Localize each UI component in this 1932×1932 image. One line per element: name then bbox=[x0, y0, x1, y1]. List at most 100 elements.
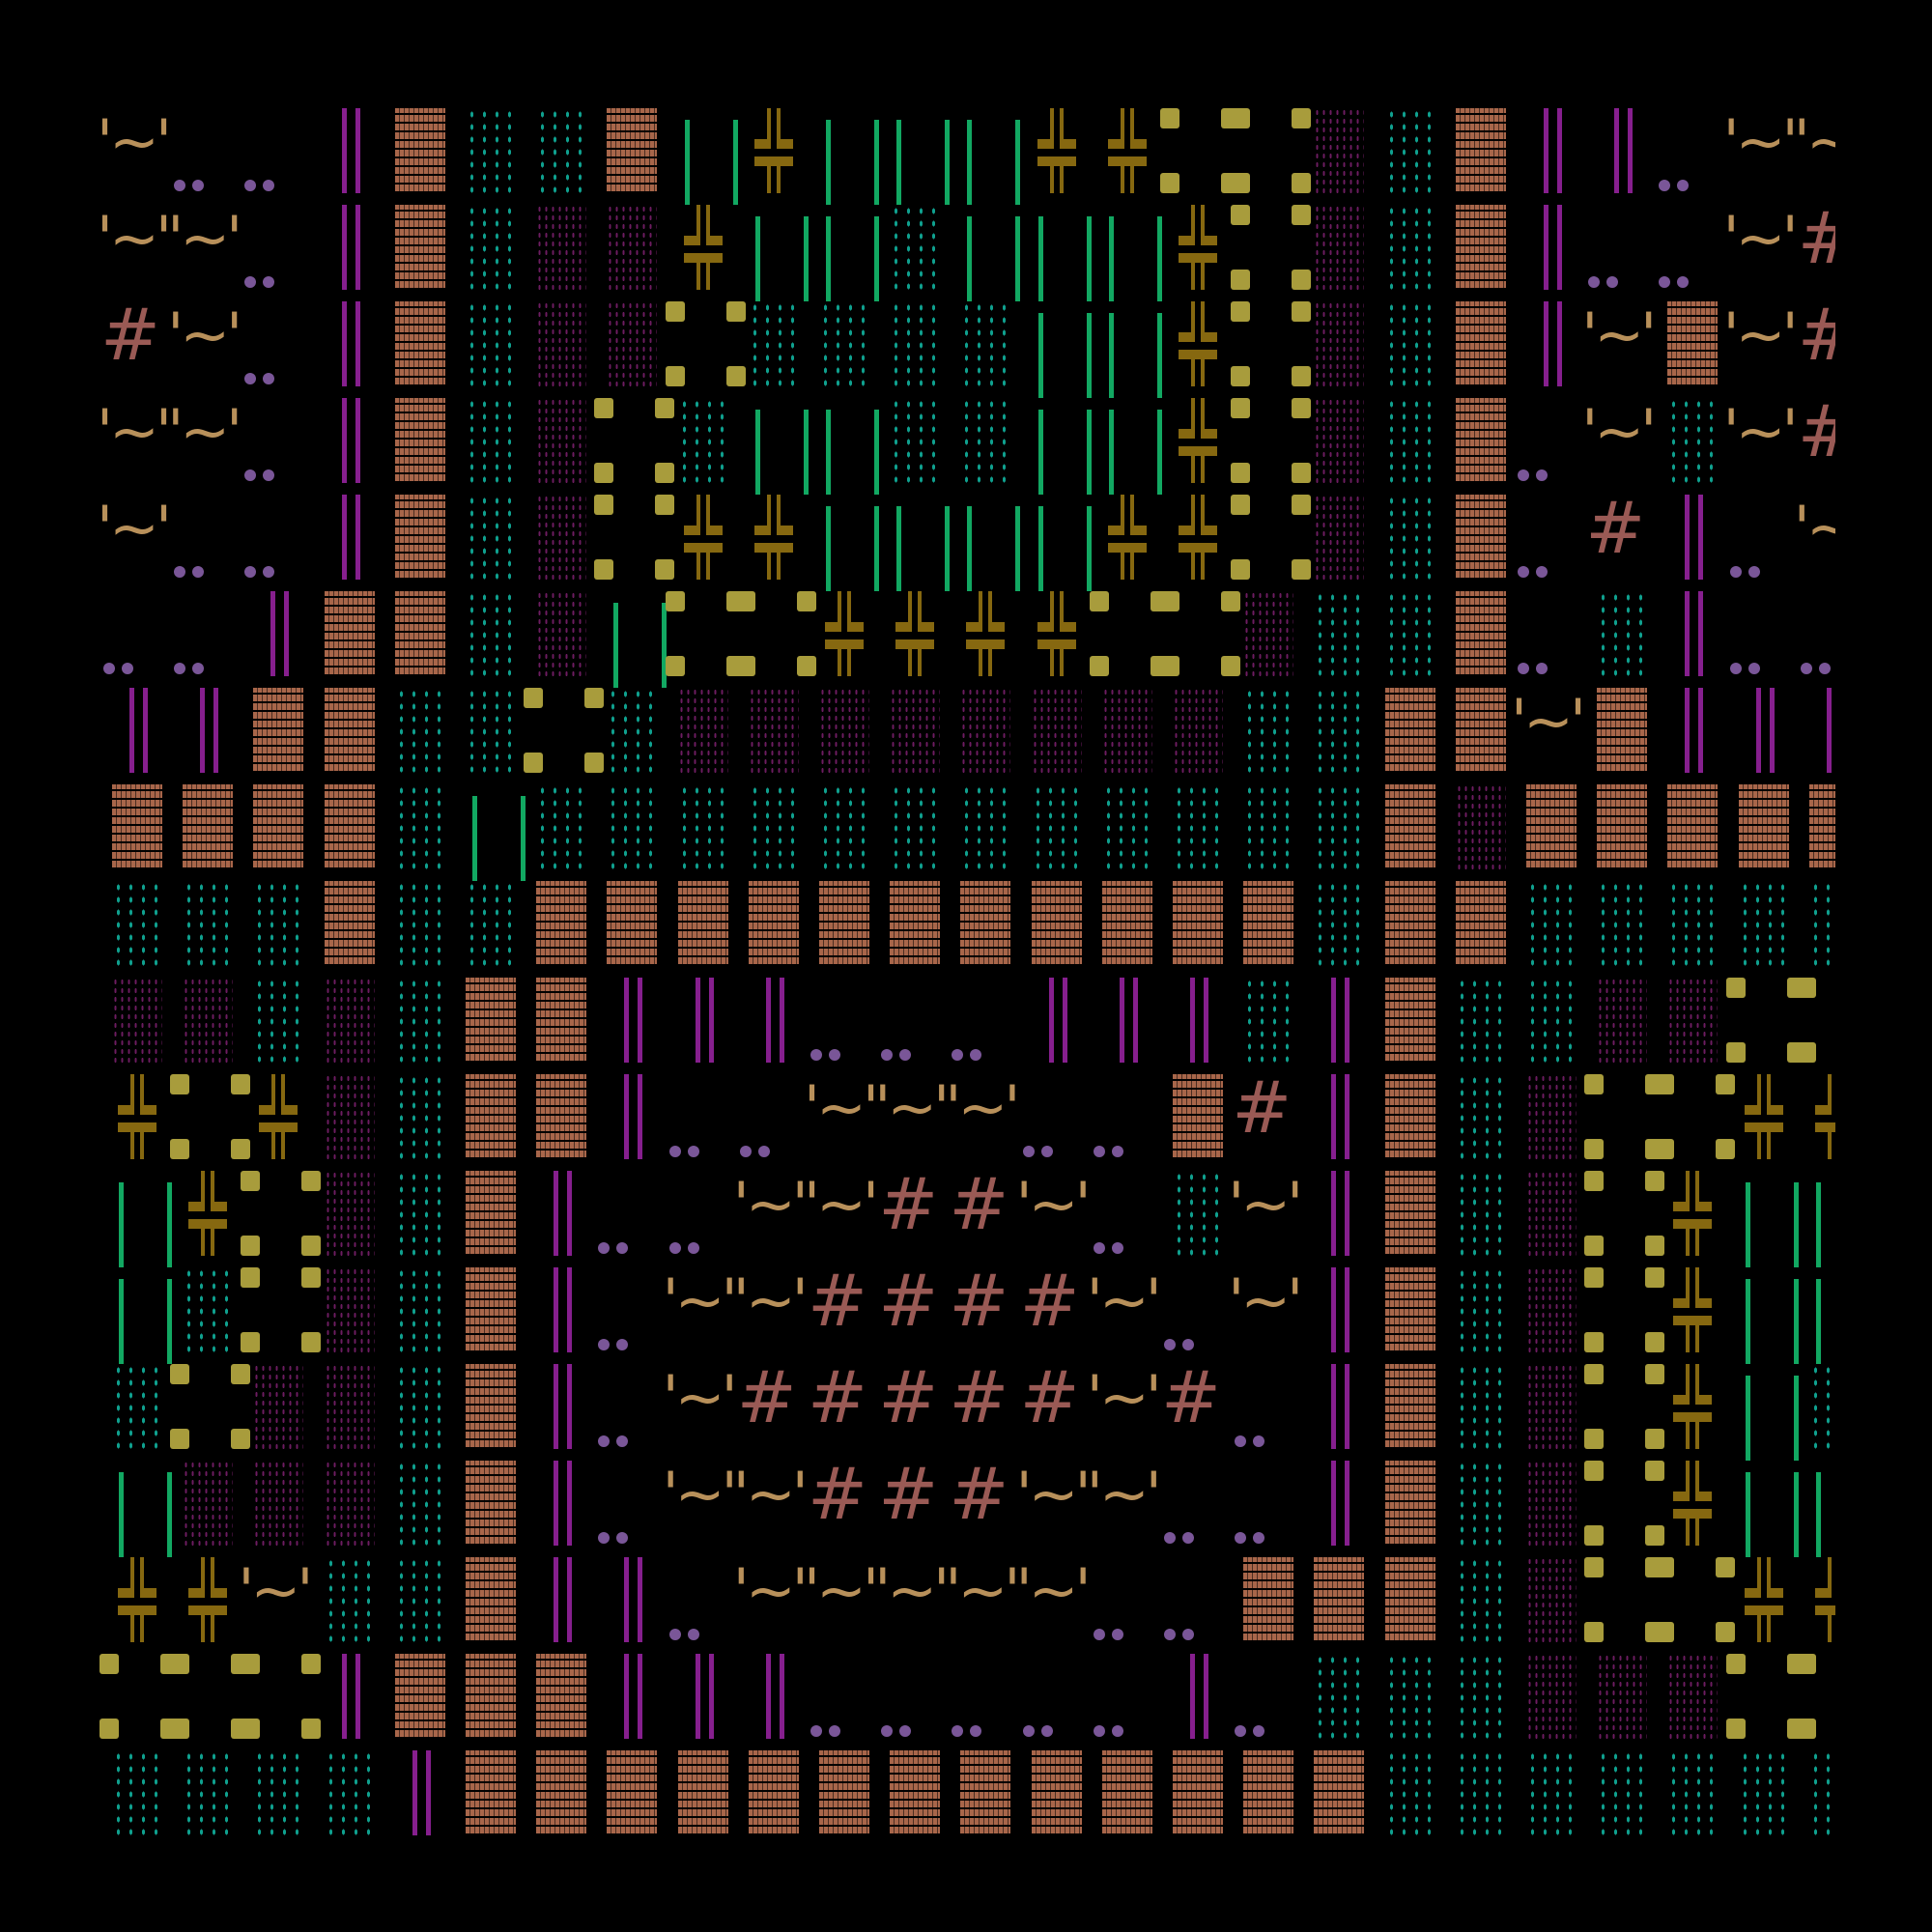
right-bar bbox=[1698, 495, 1704, 580]
brick-block bbox=[394, 398, 445, 483]
right-bar bbox=[1557, 301, 1562, 386]
dot bbox=[1182, 1629, 1194, 1640]
purple-dotted-tile bbox=[523, 292, 593, 388]
brick-block bbox=[1455, 881, 1506, 966]
right-bar bbox=[1015, 506, 1021, 591]
left-bar bbox=[1331, 1461, 1337, 1546]
olive-cross-tile bbox=[665, 485, 735, 582]
hash-tile: # bbox=[1583, 485, 1654, 582]
teal-dots bbox=[1738, 1750, 1789, 1835]
brick-block bbox=[960, 1750, 1011, 1835]
teal-dotted-tile bbox=[1372, 1644, 1442, 1741]
left-bar bbox=[119, 1472, 124, 1557]
teal-dots bbox=[1455, 1364, 1506, 1449]
teal-dots bbox=[253, 1750, 304, 1835]
purple-dots bbox=[1101, 688, 1152, 773]
purple-double-bar-tile bbox=[1654, 678, 1724, 775]
purple-dotted-tile bbox=[665, 678, 735, 775]
purple-dots bbox=[1314, 301, 1365, 386]
olive-cross-tile bbox=[99, 1065, 169, 1161]
double-dot-tile bbox=[593, 1451, 664, 1548]
teal-dotted-tile bbox=[876, 292, 947, 388]
brick-block bbox=[324, 784, 375, 869]
teal-dots bbox=[1314, 784, 1365, 869]
wave-tile: '~' bbox=[167, 292, 242, 388]
brick-block bbox=[536, 978, 587, 1063]
corner-square bbox=[1584, 1074, 1605, 1094]
teal-dots bbox=[394, 978, 445, 1063]
teal-dots bbox=[890, 205, 941, 290]
purple-dots bbox=[1526, 1557, 1577, 1642]
yellow-corner-squares-tile bbox=[1583, 1161, 1665, 1258]
right-bar bbox=[1156, 216, 1162, 301]
brick-tile bbox=[593, 1741, 664, 1837]
left-bar bbox=[1331, 1171, 1337, 1256]
purple-double-bar-tile bbox=[311, 388, 382, 485]
cross-icon bbox=[1107, 108, 1147, 193]
brick-tile bbox=[382, 388, 452, 485]
yellow-corner-squares-tile bbox=[169, 1065, 251, 1161]
teal-dotted-tile bbox=[1442, 1354, 1513, 1451]
purple-dotted-tile bbox=[1513, 1451, 1583, 1548]
dot bbox=[263, 180, 275, 191]
left-bar bbox=[765, 1654, 771, 1739]
green-double-bar-tile bbox=[1796, 1451, 1835, 1557]
double-dot-tile bbox=[1159, 1548, 1230, 1644]
teal-dotted-tile bbox=[1230, 968, 1300, 1065]
olive-cross-tile bbox=[1089, 485, 1159, 582]
green-double-bar-tile bbox=[1796, 1161, 1835, 1267]
purple-double-bar-tile bbox=[1513, 195, 1583, 292]
purple-double-bar-tile bbox=[735, 968, 806, 1065]
brick-block bbox=[394, 1654, 445, 1739]
left-bar bbox=[341, 301, 347, 386]
green-double-bar-tile bbox=[735, 388, 809, 495]
hash-glyph: # bbox=[808, 1356, 868, 1439]
purple-dotted-tile bbox=[523, 388, 593, 485]
right-bar bbox=[708, 978, 714, 1063]
dot bbox=[1182, 1339, 1194, 1350]
green-double-bar-tile bbox=[1725, 1161, 1799, 1267]
double-dot-tile bbox=[1654, 195, 1724, 292]
green-double-bar-tile bbox=[1018, 485, 1092, 591]
teal-dots bbox=[1384, 108, 1435, 193]
teal-dotted-tile bbox=[382, 1548, 452, 1644]
dot bbox=[174, 566, 186, 578]
right-bar bbox=[662, 603, 668, 688]
purple-dotted-tile bbox=[311, 1451, 382, 1548]
corner-square bbox=[1231, 463, 1251, 483]
purple-dotted-tile bbox=[523, 582, 593, 678]
right-bar bbox=[1345, 1074, 1350, 1159]
wave-glyph: '~' bbox=[662, 1265, 738, 1336]
brick-tile bbox=[1300, 1741, 1371, 1837]
purple-dots bbox=[1173, 688, 1223, 773]
brick-block bbox=[536, 1074, 587, 1159]
teal-dotted-tile bbox=[1018, 775, 1089, 871]
corner-square bbox=[1584, 1139, 1605, 1159]
left-bar bbox=[754, 410, 760, 495]
wave-glyph: '~' bbox=[1722, 396, 1799, 467]
left-bar bbox=[472, 796, 477, 881]
teal-dots bbox=[253, 978, 304, 1063]
right-bar bbox=[874, 410, 879, 495]
right-bar bbox=[1557, 205, 1562, 290]
wave-glyph: '~' bbox=[945, 1555, 1020, 1626]
cross-icon bbox=[1179, 205, 1217, 290]
dot bbox=[1093, 1629, 1105, 1640]
olive-cross-tile bbox=[1089, 99, 1159, 195]
brick-tile bbox=[1300, 1548, 1371, 1644]
brick-tile bbox=[735, 1741, 806, 1837]
teal-dots bbox=[1384, 205, 1435, 290]
hash-glyph: # bbox=[1798, 390, 1835, 473]
right-bar bbox=[355, 108, 360, 193]
teal-dotted-tile bbox=[1513, 968, 1583, 1065]
brick-tile bbox=[876, 871, 947, 968]
purple-double-bar-tile bbox=[311, 485, 382, 582]
corner-square bbox=[1221, 591, 1240, 611]
dot bbox=[757, 1146, 770, 1157]
corner-square bbox=[665, 301, 685, 322]
brick-block bbox=[1384, 1461, 1435, 1546]
double-dot-tile bbox=[1159, 1451, 1230, 1548]
left-bar bbox=[765, 978, 771, 1063]
dot bbox=[1518, 663, 1529, 674]
corner-square bbox=[665, 591, 685, 611]
